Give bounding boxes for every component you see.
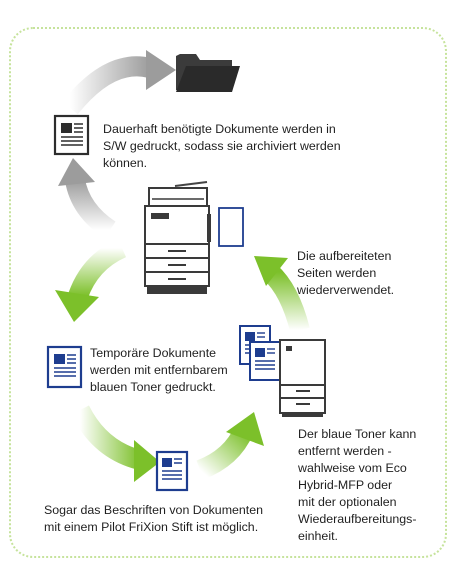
erasing-unit-icon (279, 339, 326, 417)
blue-document-icon (46, 345, 83, 389)
arrow-down-to-temporary (55, 238, 127, 322)
reused-caption: Die aufbereiteten Seiten werden wiederve… (297, 249, 395, 297)
arrow-to-eraser (196, 412, 264, 480)
multifunction-printer-icon (144, 181, 211, 294)
arrow-up-to-archive (58, 158, 116, 239)
temporary-caption: Temporäre Dokumente werden mit entfernba… (90, 346, 228, 394)
erase-caption: Der blaue Toner kann entfernt werden - w… (298, 427, 417, 543)
blue-document-icon (155, 450, 189, 492)
archive-caption: Dauerhaft benötigte Dokumente werden in … (103, 122, 341, 170)
arrow-to-folder (62, 50, 176, 115)
arrow-to-bottom-doc (71, 405, 160, 482)
folder-icon (176, 54, 240, 92)
dotted-frame (9, 27, 447, 558)
frixion-caption: Sogar das Beschriften von Dokumenten mit… (44, 503, 264, 534)
black-document-icon (53, 114, 90, 156)
arrow-back-to-printer (254, 256, 310, 333)
blank-paper-icon (218, 207, 244, 247)
